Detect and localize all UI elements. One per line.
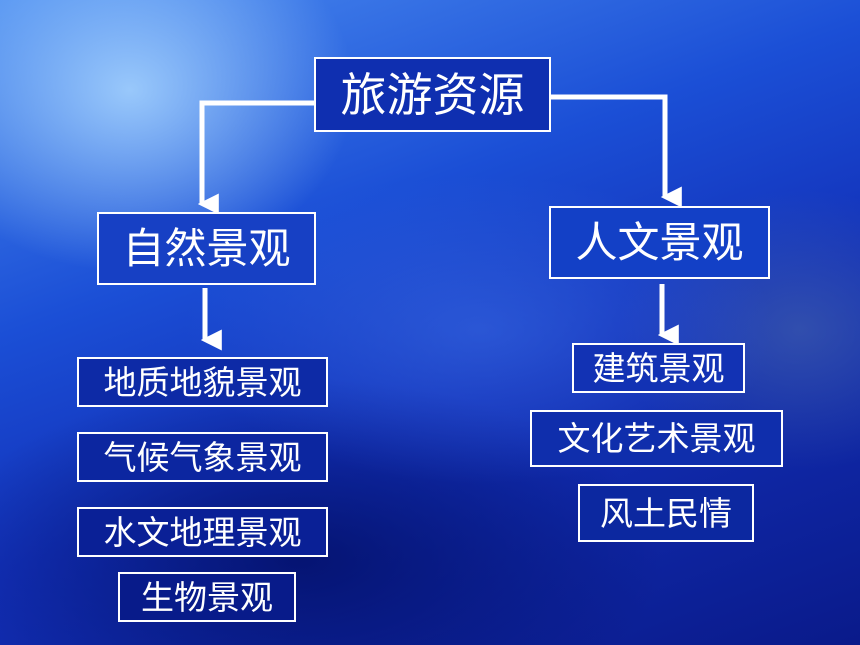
- cultural-item-label: 风土民情: [600, 493, 732, 533]
- cultural-landscape-label: 人文景观: [575, 217, 744, 267]
- root-label: 旅游资源: [340, 67, 525, 122]
- natural-item-label: 地质地貌景观: [103, 362, 302, 402]
- natural-item-hydrology: 水文地理景观: [77, 507, 328, 557]
- cultural-item-label: 建筑景观: [592, 348, 725, 388]
- natural-item-biology: 生物景观: [118, 572, 296, 622]
- arrow-root-to-cultural: [551, 94, 682, 208]
- cultural-landscape-node: 人文景观: [549, 206, 770, 279]
- cultural-item-art: 文化艺术景观: [530, 410, 783, 467]
- cultural-item-label: 文化艺术景观: [557, 419, 756, 458]
- cultural-item-customs: 风土民情: [578, 484, 754, 542]
- natural-landscape-label: 自然景观: [122, 223, 291, 273]
- natural-landscape-node: 自然景观: [97, 212, 316, 285]
- natural-item-label: 生物景观: [141, 577, 273, 617]
- natural-item-label: 水文地理景观: [103, 512, 302, 552]
- root-node: 旅游资源: [314, 57, 551, 132]
- natural-item-label: 气候气象景观: [103, 437, 302, 477]
- arrow-root-to-natural: [197, 100, 314, 215]
- cultural-item-architecture: 建筑景观: [572, 343, 745, 393]
- natural-item-climate: 气候气象景观: [77, 432, 328, 482]
- natural-item-geology: 地质地貌景观: [77, 357, 328, 407]
